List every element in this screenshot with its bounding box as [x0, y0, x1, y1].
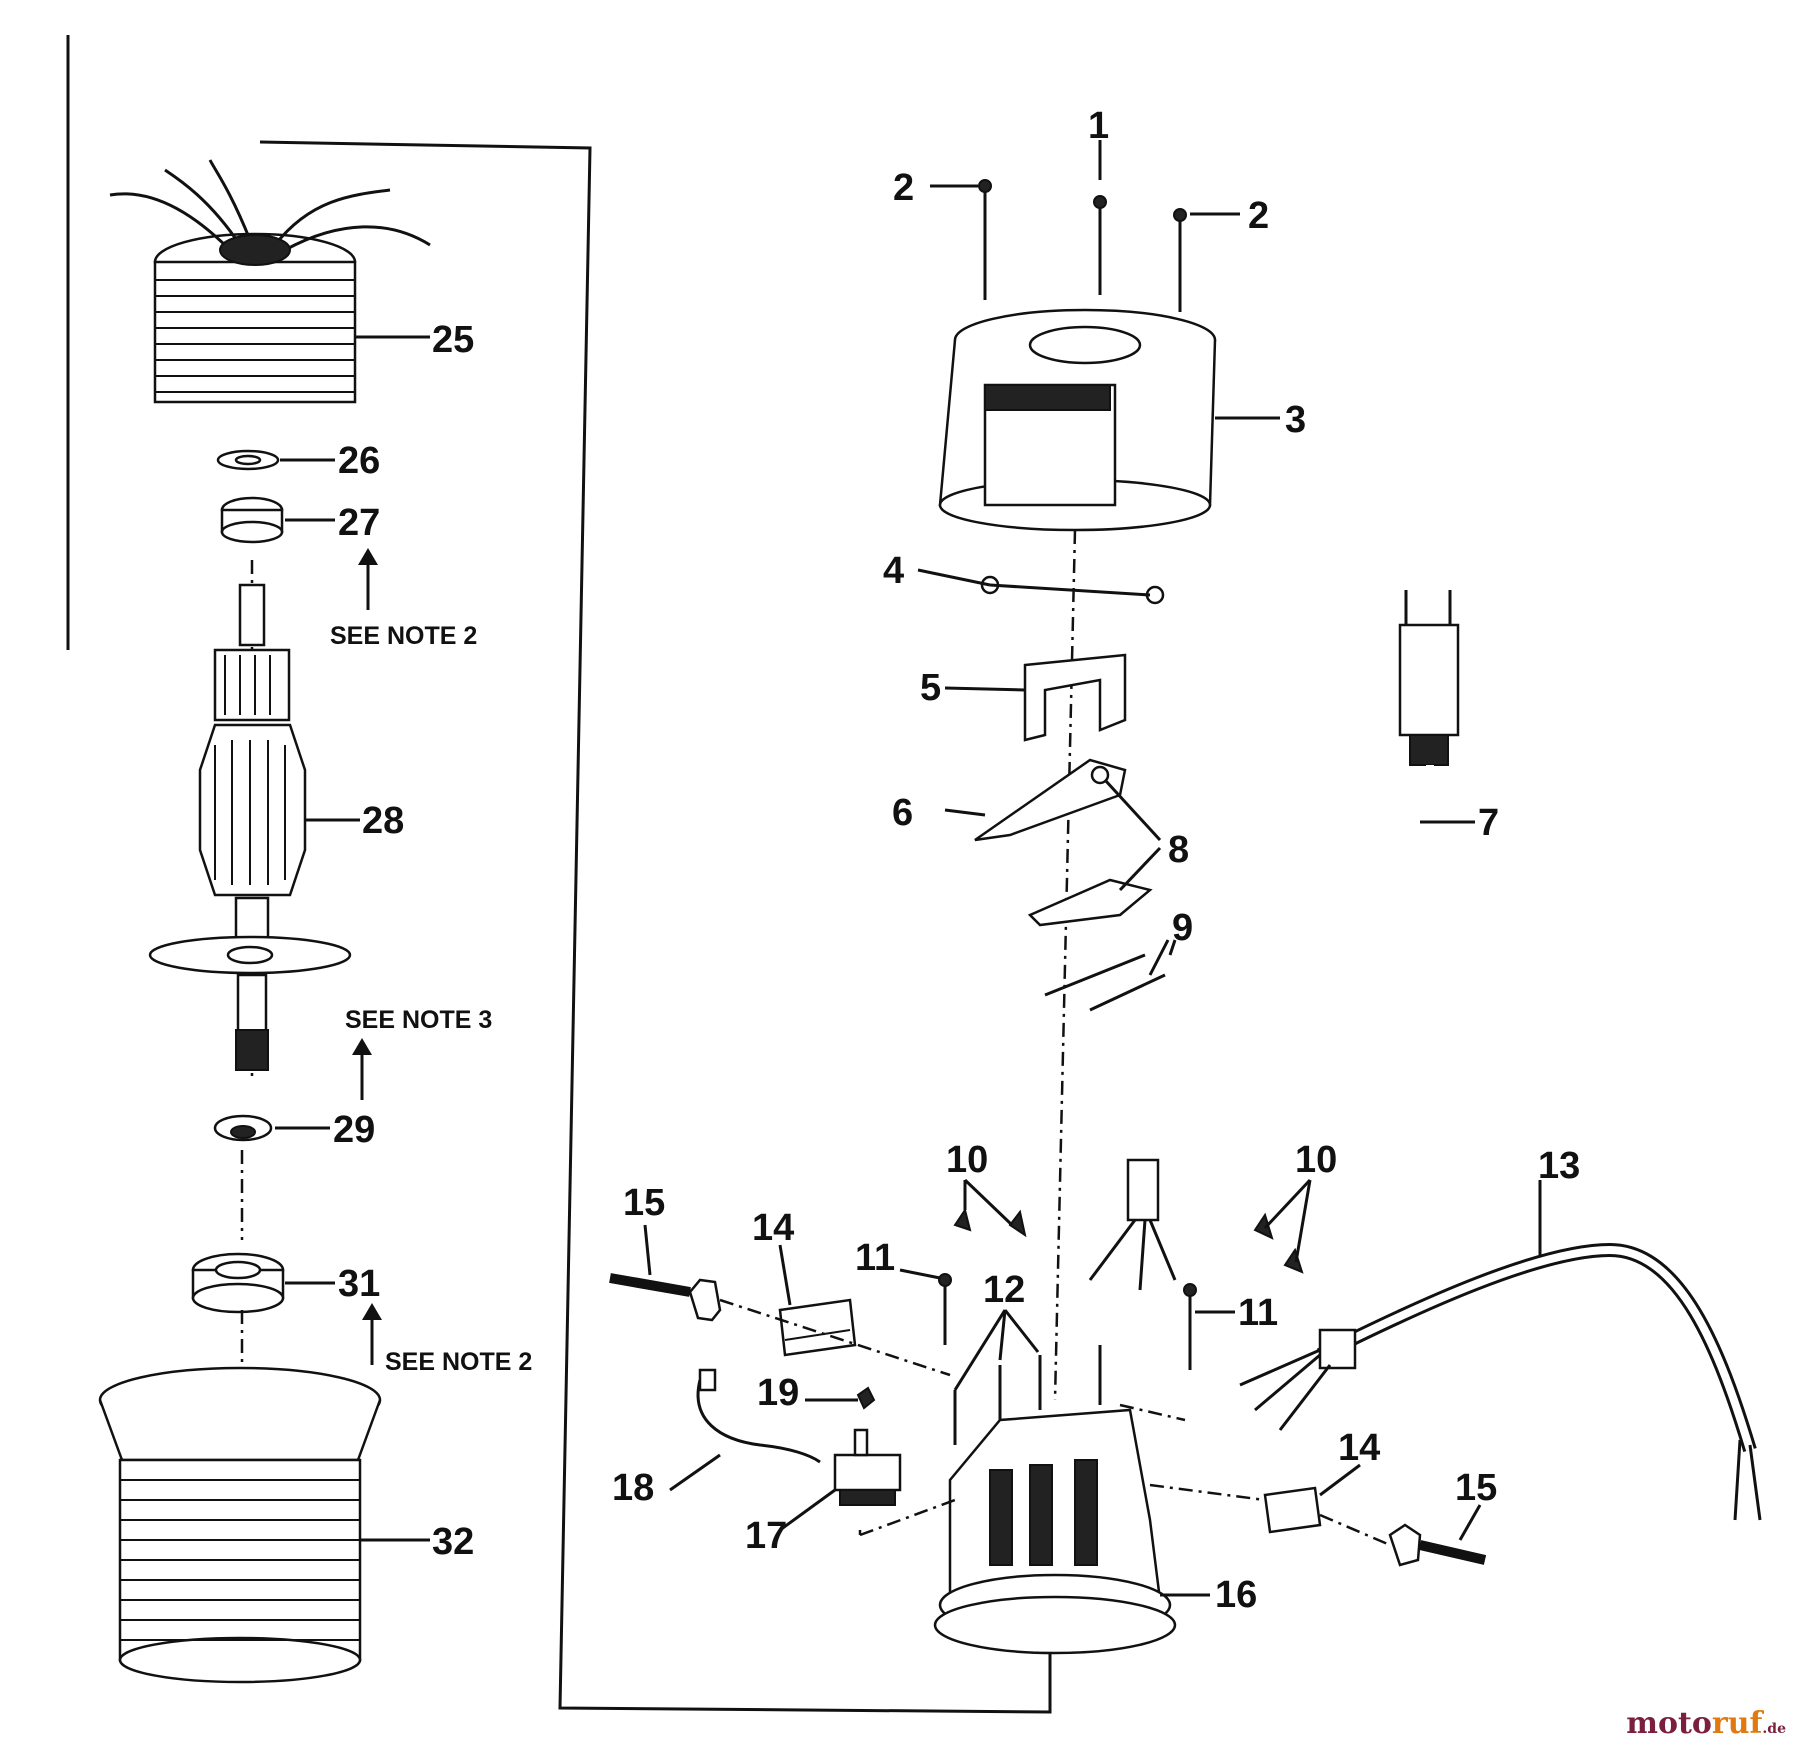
base-housing — [933, 1408, 1177, 1655]
brand-part-2: ruf — [1711, 1706, 1763, 1741]
switch-bracket — [1023, 653, 1127, 742]
label-part-26: 26 — [338, 440, 380, 482]
label-part-28: 28 — [362, 800, 404, 842]
label-part-2-left: 2 — [893, 167, 914, 209]
power-cord — [1088, 590, 1460, 1291]
brush-right — [1388, 1523, 1487, 1567]
label-part-27: 27 — [338, 502, 380, 544]
right-leader-lines — [643, 140, 1542, 1597]
brand-watermark: motoruf.de — [1626, 1706, 1786, 1741]
label-part-1: 1 — [1088, 105, 1109, 147]
brush-holder-right — [1263, 1486, 1322, 1534]
label-part-32: 32 — [432, 1521, 474, 1563]
bearing-lower — [213, 1114, 273, 1240]
label-part-2-right: 2 — [1248, 195, 1269, 237]
label-part-11-right: 11 — [1238, 1292, 1278, 1334]
terminals-left — [953, 1207, 1027, 1238]
base-screws — [938, 1273, 1197, 1445]
small-screw — [856, 1386, 876, 1410]
label-part-16: 16 — [1215, 1574, 1257, 1616]
label-part-11-left: 11 — [855, 1237, 895, 1279]
label-part-9: 9 — [1172, 907, 1193, 949]
assembly-connector-line — [259, 140, 1052, 1714]
motor-housing — [98, 1310, 382, 1684]
field-coil — [109, 159, 431, 404]
label-part-5: 5 — [920, 667, 941, 709]
note-see-note-2-bottom: SEE NOTE 2 — [385, 1348, 532, 1376]
label-part-17: 17 — [745, 1515, 787, 1557]
label-part-7: 7 — [1478, 802, 1499, 844]
pins — [1044, 953, 1166, 1012]
brush-left — [609, 1273, 722, 1322]
label-part-4: 4 — [883, 550, 904, 592]
terminals-right — [1253, 1212, 1304, 1274]
bearing-ring — [191, 1252, 285, 1314]
label-part-10-right: 10 — [1295, 1139, 1337, 1181]
note-arrows — [352, 548, 382, 1365]
brand-part-3: .de — [1762, 1721, 1786, 1737]
switch-lever — [974, 758, 1127, 842]
spring-clip — [1027, 878, 1153, 927]
brand-part-1: moto — [1626, 1706, 1712, 1741]
switch-wire — [696, 1368, 821, 1464]
screws-top — [978, 179, 1187, 312]
wire-lead — [1239, 1242, 1762, 1521]
brush-holder-left — [778, 1298, 857, 1357]
bearing-top — [220, 496, 284, 544]
label-part-29: 29 — [333, 1109, 375, 1151]
note-see-note-2-top: SEE NOTE 2 — [330, 622, 477, 650]
left-leader-lines — [275, 335, 430, 1542]
label-part-15-left: 15 — [623, 1182, 665, 1224]
switch — [833, 1428, 902, 1506]
dashed-connectors — [719, 1298, 1391, 1547]
label-part-19: 19 — [757, 1372, 799, 1414]
note-see-note-3: SEE NOTE 3 — [345, 1006, 492, 1034]
label-part-10-left: 10 — [946, 1139, 988, 1181]
top-cover — [938, 308, 1217, 532]
armature — [148, 560, 352, 1080]
label-part-3: 3 — [1285, 399, 1306, 441]
label-part-15-right: 15 — [1455, 1467, 1497, 1509]
label-part-13: 13 — [1538, 1145, 1580, 1187]
label-part-25: 25 — [432, 319, 474, 361]
label-part-14-right: 14 — [1338, 1427, 1380, 1469]
label-part-8: 8 — [1168, 829, 1189, 871]
label-part-18: 18 — [612, 1467, 654, 1509]
label-part-6: 6 — [892, 792, 913, 834]
label-part-14-left: 14 — [752, 1207, 794, 1249]
label-part-31: 31 — [338, 1263, 380, 1305]
spring-washer — [216, 449, 280, 471]
label-part-12: 12 — [983, 1269, 1025, 1311]
